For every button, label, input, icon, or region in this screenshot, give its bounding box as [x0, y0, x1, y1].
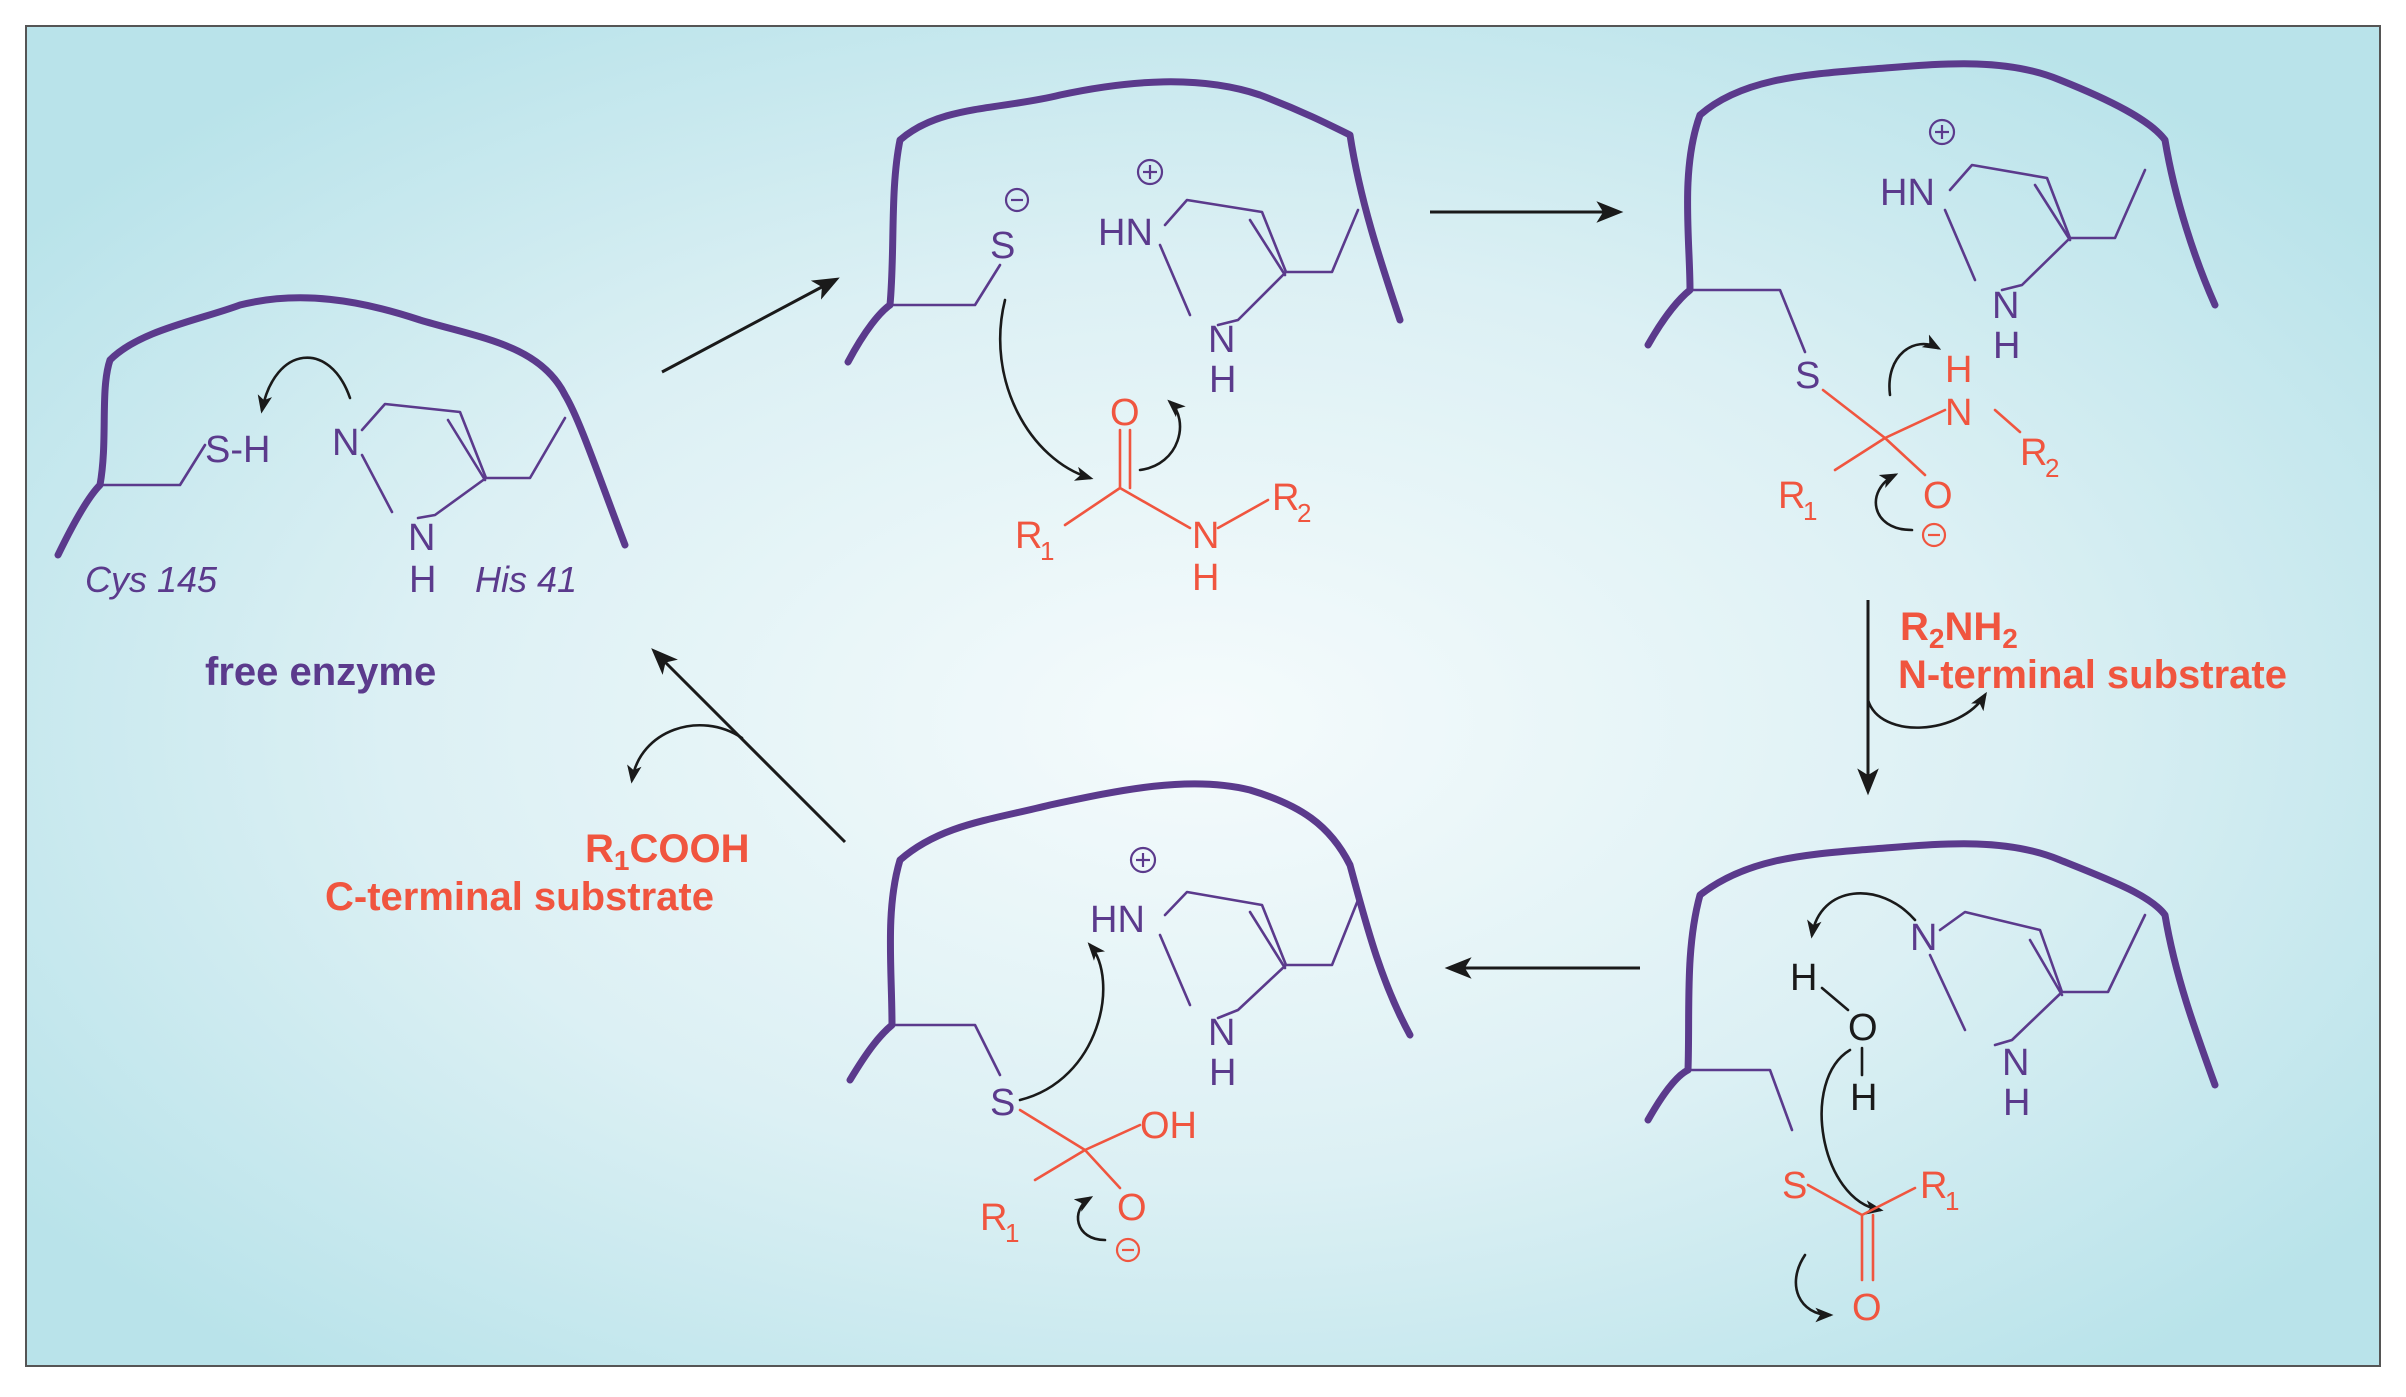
- cys-side-chain: [888, 263, 1002, 307]
- water-attack-arrow: [1820, 1048, 1884, 1215]
- water-bonds: [1820, 986, 1864, 1077]
- water-o-label: O: [1848, 1007, 1878, 1049]
- deprotonation-arrow: [1807, 892, 1917, 939]
- thiol-label: S-H: [205, 429, 270, 471]
- r2-subscript: 2: [2045, 453, 2059, 483]
- tetrahedral-bonds: [1018, 1108, 1142, 1190]
- imidazole-nh-label: N: [408, 517, 435, 559]
- enzyme-backbone: [1644, 60, 2219, 349]
- positive-charge-icon: [1928, 118, 1956, 146]
- imidazole-h-label: H: [1209, 359, 1236, 401]
- amine-formula: R2NH2: [1900, 605, 2018, 654]
- carbonyl-o-label: O: [1110, 392, 1140, 434]
- free-enzyme-label: free enzyme: [205, 650, 436, 694]
- diagram-frame: [25, 25, 2381, 1367]
- oxyanion-return-arrow: [1874, 473, 1914, 532]
- thiolate-attack-panel: S HN N H O R 1 N H R 2: [844, 78, 1404, 599]
- imidazole-nh-label: N: [1208, 319, 1235, 361]
- thiolate-s-label: S: [990, 225, 1015, 267]
- r1-label: R: [1778, 475, 1805, 517]
- carbonyl-push-arrow: [1138, 399, 1186, 472]
- r1-label: R: [1015, 515, 1042, 557]
- r1-label: R: [980, 1197, 1007, 1239]
- amine-n-label: N: [1945, 392, 1972, 434]
- cys-side-chain: [98, 443, 207, 487]
- amide-h-label: H: [1192, 557, 1219, 599]
- thioester-bonds: [1806, 1183, 1917, 1282]
- cys-side-chain: [890, 1023, 1002, 1077]
- tetrahedral-intermediate-panel: S HN N H H N R 2 R 1 O: [1644, 60, 2219, 548]
- amine-h-label: H: [1945, 349, 1972, 391]
- imidazole-nh-label: N: [1992, 285, 2019, 327]
- proton-return-arrow: [1018, 942, 1105, 1102]
- r1-subscript: 1: [1005, 1218, 1019, 1248]
- nucleophilic-attack-arrow: [998, 298, 1094, 481]
- imidazole-n-label: N: [1910, 917, 1937, 959]
- imidazole-nh-label: N: [1208, 1012, 1235, 1054]
- enzyme-backbone: [846, 780, 1414, 1084]
- his-41-label: His 41: [475, 559, 577, 600]
- imidazole-h-label: H: [1993, 325, 2020, 367]
- his-ring: [360, 402, 567, 520]
- proton-transfer-arrow: [1888, 334, 1942, 397]
- enzyme-backbone: [1644, 840, 2219, 1124]
- proton-transfer-arrow: [257, 356, 352, 414]
- positive-charge-icon: [1129, 846, 1157, 874]
- thioether-s-label: S: [1795, 355, 1820, 397]
- thioester-s-label: S: [1782, 1165, 1807, 1207]
- imidazolium-hn-label: HN: [1880, 172, 1935, 214]
- amide-substrate-bonds: [1063, 428, 1270, 530]
- imidazolium-hn-label: HN: [1090, 899, 1145, 941]
- negative-charge-icon: [1115, 1237, 1141, 1263]
- hydroxyl-label: OH: [1140, 1105, 1197, 1147]
- his-ring: [1928, 910, 2147, 1047]
- enzyme-backbone: [844, 78, 1404, 366]
- r2-subscript: 2: [1297, 498, 1311, 528]
- r1-subscript: 1: [1040, 536, 1054, 566]
- r1-subscript: 1: [1945, 1186, 1959, 1216]
- cys-side-chain: [1686, 1068, 1794, 1132]
- r2-label: R: [1272, 477, 1299, 519]
- his-ring: [1943, 163, 2147, 292]
- reaction-arrow-5: [651, 648, 847, 844]
- acyl-tetrahedral-panel: S HN N H OH R 1 O: [846, 780, 1414, 1263]
- n-terminal-substrate-label: N-terminal substrate: [1898, 653, 2287, 697]
- water-h2-label: H: [1850, 1077, 1877, 1119]
- imidazole-h-label: H: [409, 559, 436, 601]
- r1-subscript: 1: [1803, 496, 1817, 526]
- reaction-arrow-1: [661, 277, 840, 374]
- imidazolium-hn-label: HN: [1098, 212, 1153, 254]
- acid-release-arrow: [627, 723, 744, 784]
- carbonyl-o-label: O: [1852, 1287, 1882, 1329]
- r1-label: R: [1920, 1165, 1947, 1207]
- oxyanion-o-label: O: [1117, 1187, 1147, 1229]
- his-ring: [1158, 890, 1360, 1020]
- c-terminal-substrate-label: C-terminal substrate: [325, 875, 714, 919]
- collapse-arrow: [1073, 1196, 1107, 1242]
- carbonyl-push-arrow: [1794, 1253, 1834, 1323]
- his-ring: [1158, 198, 1360, 327]
- cys-145-label: Cys 145: [85, 559, 218, 600]
- positive-charge-icon: [1136, 158, 1164, 186]
- thioester-hydrolysis-panel: N N H H O H S R 1 O: [1644, 840, 2219, 1329]
- enzyme-backbone: [54, 294, 629, 559]
- imidazole-h-label: H: [1209, 1052, 1236, 1094]
- negative-charge-icon: [1921, 522, 1947, 548]
- tetrahedral-bonds: [1821, 388, 2022, 477]
- oxyanion-o-label: O: [1923, 475, 1953, 517]
- acid-formula: R1COOH: [585, 827, 749, 876]
- water-h1-label: H: [1790, 957, 1817, 999]
- r2-label: R: [2020, 432, 2047, 474]
- amine-release-arrow: [1866, 691, 1987, 729]
- imidazole-n-label: N: [332, 422, 359, 464]
- cys-side-chain: [1688, 288, 1807, 354]
- amide-n-label: N: [1192, 515, 1219, 557]
- negative-charge-icon: [1004, 187, 1030, 213]
- thioether-s-label: S: [990, 1082, 1015, 1124]
- imidazole-nh-label: N: [2002, 1042, 2029, 1084]
- free-enzyme-panel: S-H N N H Cys 145 His 41 free enzyme: [54, 294, 629, 694]
- imidazole-h-label: H: [2003, 1082, 2030, 1124]
